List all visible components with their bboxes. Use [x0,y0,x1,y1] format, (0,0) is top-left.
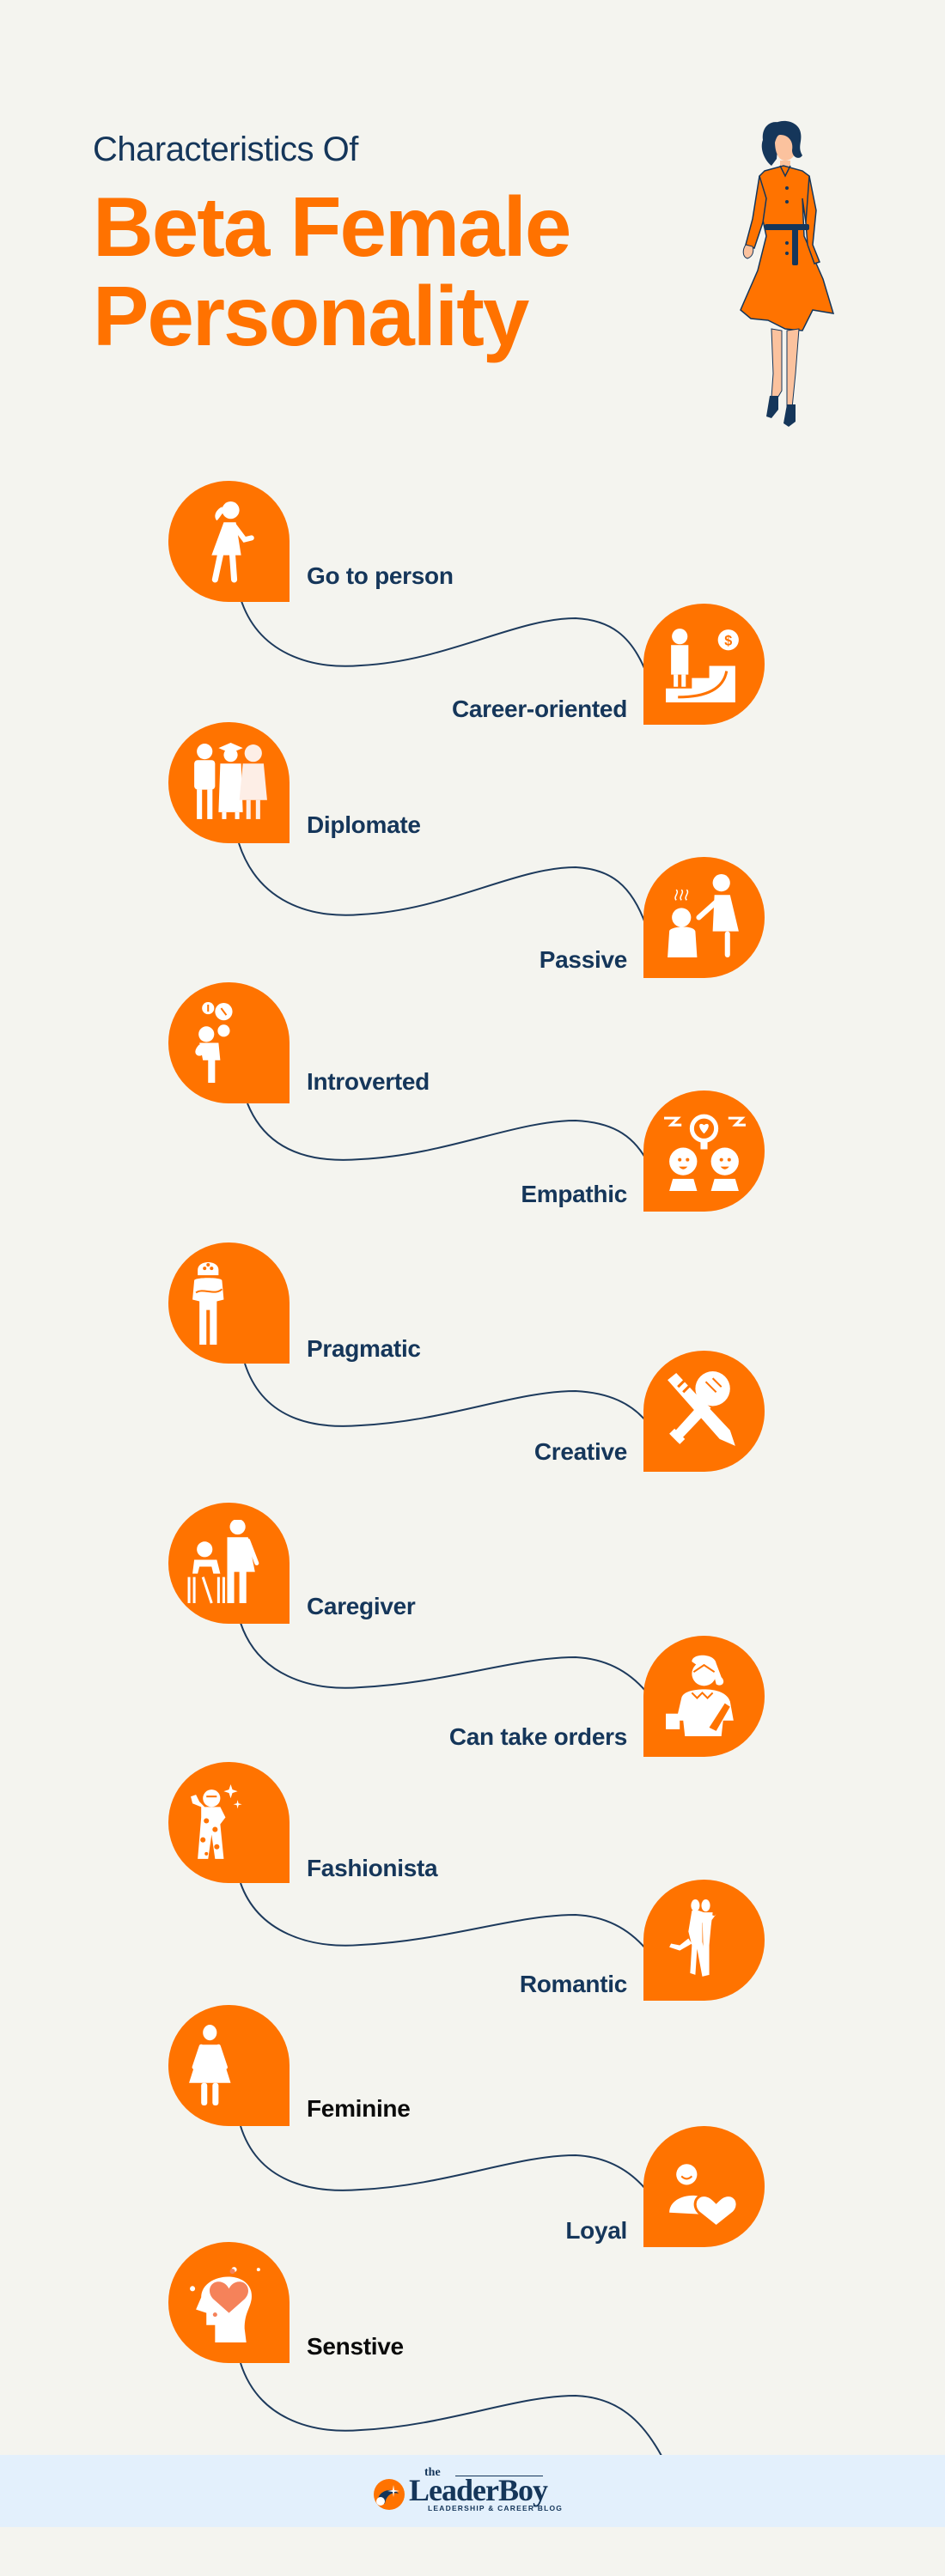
trait-label: Passive [539,946,628,973]
wheelchair-nurse-icon [187,1520,259,1604]
trait-label: Go to person [307,562,454,589]
pencil-bulb-icon [668,1371,735,1446]
trait-node-creative [643,1351,765,1472]
title-line-1: Beta Female [93,179,571,274]
trait-node-go-to-person [168,481,290,602]
footer-band: the LeaderBoy LEADERSHIP & CAREER BLOG [0,2455,945,2527]
page-subtitle: Characteristics Of [93,131,358,168]
trait-node-caregiver [168,1503,290,1624]
trait-label: Diplomate [307,811,421,838]
brand-prefix: the [424,2466,441,2479]
trait-label: Loyal [565,2217,627,2244]
trait-label: Senstive [307,2333,404,2360]
woman-in-orange-dress-illustration [740,120,835,427]
trait-label: Introverted [307,1068,430,1095]
trait-label: Caregiver [307,1593,416,1619]
brand-name: LeaderBoy [409,2473,548,2507]
trait-label: Romantic [519,1971,627,1997]
thinking-person-icon [195,1002,233,1083]
brand-tagline: LEADERSHIP & CAREER BLOG [428,2504,564,2512]
career-stairs-dollar-icon: $ [666,629,739,702]
trait-node-feminine [168,2005,290,2126]
trait-node-empathic [643,1091,765,1212]
trait-node-loyal [643,2126,765,2247]
trait-node-passive [643,857,765,978]
page-title: Beta Female Personality [93,179,571,363]
trait-label: Career-oriented [451,696,627,722]
trait-node-senstive [168,2242,290,2363]
walking-girl-icon [211,501,254,583]
graduate-family-icon [194,743,267,819]
title-line-2: Personality [93,269,529,363]
person-heart-icon [669,2164,739,2228]
trait-node-pragmatic [168,1242,290,1364]
trait-node-can-take-orders [643,1636,765,1757]
woman-symbol-icon [189,2025,231,2105]
trait-label: Empathic [521,1181,627,1207]
comforting-person-icon [668,874,739,957]
svg-text:$: $ [724,633,732,648]
trait-node-romantic [643,1880,765,2001]
embracing-couple-icon [669,1899,716,1977]
arms-crossed-gear-head-icon [192,1262,224,1345]
trait-label: Pragmatic [307,1335,421,1362]
trait-node-introverted [168,982,290,1103]
head-heart-icon [190,2267,260,2342]
polka-dot-fashion-icon [191,1784,242,1859]
couple-heart-bulb-icon [664,1114,746,1191]
waitress-icon [666,1655,734,1736]
trait-label: Creative [533,1438,627,1465]
trait-label: Can take orders [448,1723,627,1750]
brand-logo[interactable]: the LeaderBoy LEADERSHIP & CAREER BLOG [373,2466,579,2516]
trait-label: Fashionista [307,1855,438,1881]
trait-node-fashionista [168,1762,290,1883]
logo-mark-icon [374,2479,405,2510]
trait-label: Feminine [307,2095,411,2122]
trait-node-career-oriented: $ [643,604,765,725]
trait-node-diplomate [168,722,290,843]
